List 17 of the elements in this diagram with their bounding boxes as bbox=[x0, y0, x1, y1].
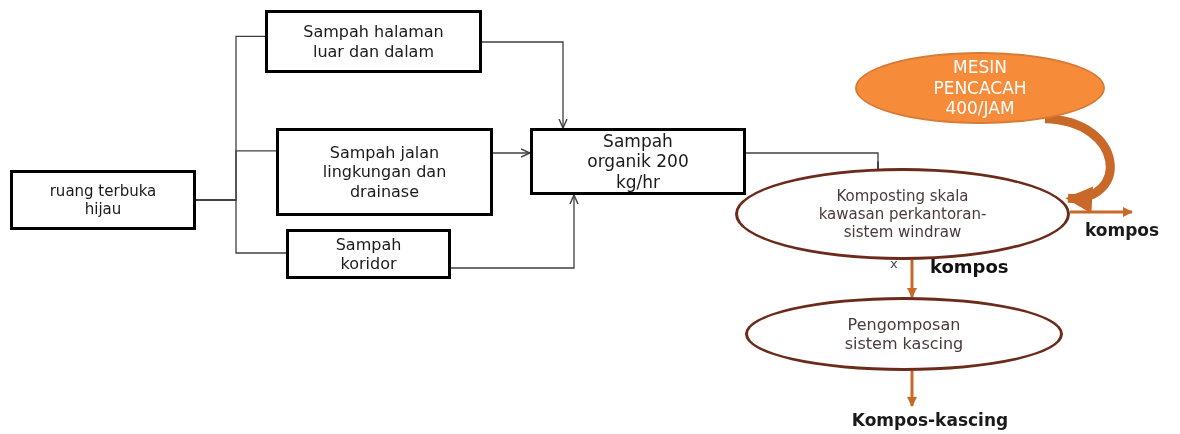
process-box: Sampah koridor bbox=[286, 229, 451, 279]
process-ellipse: Komposting skala kawasan perkantoran- sistem windraw bbox=[735, 168, 1070, 260]
output-label: kompos bbox=[1082, 212, 1162, 240]
arrow bbox=[481, 41, 568, 129]
process-ellipse: Pengomposan sistem kascing bbox=[745, 297, 1063, 371]
process-box: Sampah organik 200 kg/hr bbox=[530, 128, 746, 195]
process-box: Sampah jalan lingkungan dan drainase bbox=[276, 128, 493, 216]
arrow bbox=[450, 194, 579, 269]
arrow bbox=[907, 259, 917, 299]
arrow bbox=[907, 370, 917, 407]
connector-line bbox=[195, 199, 287, 254]
output-label: Kompos-kascing bbox=[830, 406, 1030, 430]
machine-ellipse: MESIN PENCACAH 400/JAM bbox=[855, 52, 1105, 124]
process-box: Sampah halaman luar dan dalam bbox=[265, 10, 482, 73]
arrow bbox=[492, 148, 531, 158]
arrow bbox=[1070, 207, 1133, 217]
process-box: ruang terbuka hijau bbox=[10, 170, 196, 230]
